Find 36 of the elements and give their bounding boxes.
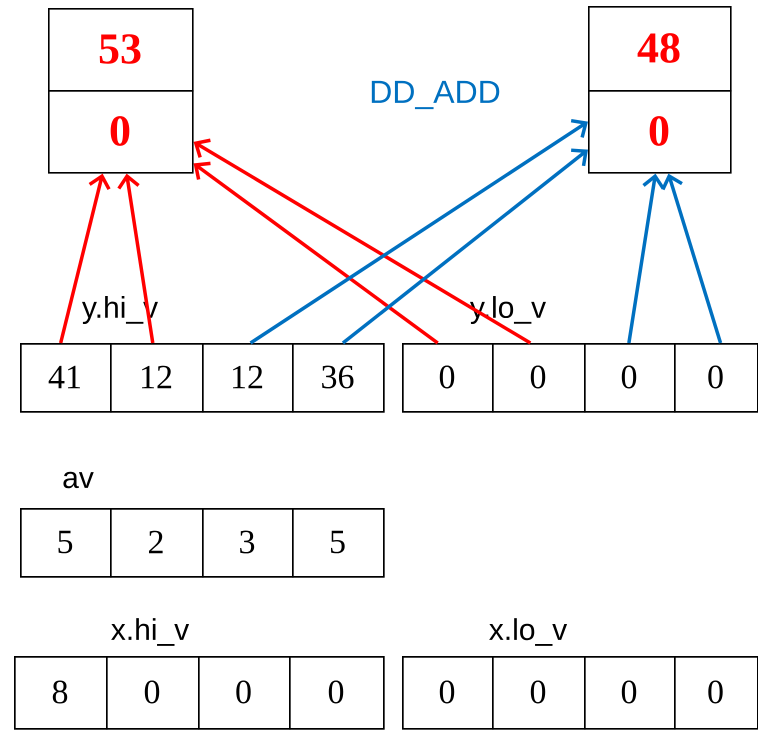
- array-cell: 0: [584, 343, 676, 413]
- arrow: [250, 118, 588, 344]
- value-box: 0: [48, 90, 194, 174]
- array-cell: 0: [492, 343, 586, 413]
- array-cell: 0: [584, 656, 676, 730]
- arrow: [117, 174, 154, 344]
- array-cell: 0: [289, 656, 385, 730]
- array-cell: 3: [202, 508, 294, 578]
- array-cell: 0: [106, 656, 200, 730]
- array-cell: 5: [20, 508, 112, 578]
- array-cell: 0: [674, 656, 758, 730]
- value-box: 48: [588, 6, 732, 92]
- array-cell: 12: [202, 343, 294, 413]
- array-cell: 36: [292, 343, 385, 413]
- array-cell: 0: [402, 656, 494, 730]
- arrow: [58, 174, 111, 344]
- array-cell: 0: [402, 343, 494, 413]
- arrow: [342, 148, 588, 344]
- arrow: [661, 174, 722, 344]
- arrow: [194, 138, 532, 344]
- array-cell: 41: [20, 343, 112, 413]
- array-cell: 0: [492, 656, 586, 730]
- value-box: 0: [588, 90, 732, 174]
- array-cell: 0: [198, 656, 291, 730]
- node-label: x.lo_v: [489, 618, 568, 646]
- diagram-label: DD_ADD: [372, 80, 500, 110]
- array-cell: 2: [110, 508, 204, 578]
- node-label: x.hi_v: [111, 618, 190, 646]
- array-cell: 8: [14, 656, 108, 730]
- value-box: 53: [48, 8, 194, 92]
- arrow: [194, 162, 439, 344]
- arrow: [627, 174, 665, 344]
- array-cell: 0: [674, 343, 758, 413]
- array-cell: 12: [110, 343, 204, 413]
- node-label: av: [63, 472, 94, 488]
- array-cell: 5: [292, 508, 385, 578]
